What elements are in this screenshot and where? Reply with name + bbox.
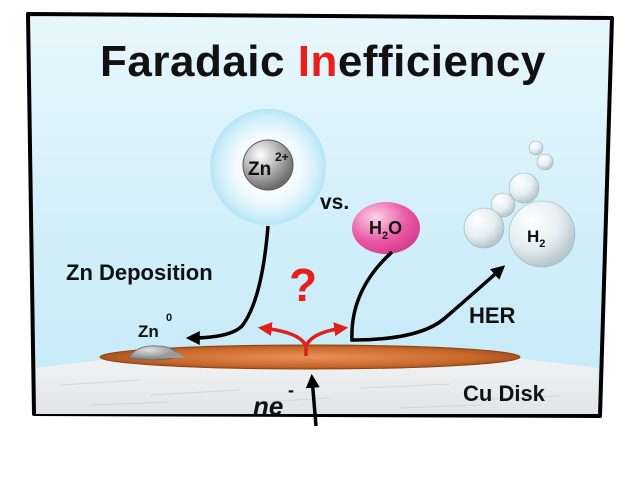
ne-sup: - xyxy=(288,380,294,400)
h2-h: H xyxy=(527,227,540,246)
zn2-label: Zn xyxy=(248,159,272,180)
vs-label: vs. xyxy=(320,191,350,214)
red-arrow-right xyxy=(304,322,349,347)
electron-arrow xyxy=(305,373,320,427)
zn2-charge: 2+ xyxy=(275,150,289,164)
diagram-title: Faradaic Inefficiency xyxy=(100,40,546,84)
her-label: HER xyxy=(469,303,516,328)
zn0-sup: 0 xyxy=(166,312,173,324)
disk-texture xyxy=(59,379,561,409)
zn2-ion xyxy=(242,139,294,191)
question-mark: ? xyxy=(289,259,318,311)
h2o-o: O xyxy=(388,218,403,238)
zn0-label: Zn xyxy=(138,322,159,341)
title-part2: efficiency xyxy=(337,37,546,86)
frame xyxy=(26,12,614,418)
h2o-h: H xyxy=(369,218,382,238)
h2o-to-electrode-arrow xyxy=(350,250,506,342)
title-part1: Faradaic xyxy=(100,37,298,86)
zn-deposition-arrow xyxy=(185,225,270,345)
h2o-molecule xyxy=(352,202,420,254)
h2-bubbles xyxy=(463,140,576,268)
h2-label: H2 xyxy=(527,227,545,250)
h2-sub: 2 xyxy=(539,238,546,250)
zn-deposit-small xyxy=(160,351,184,358)
h2o-label: H2O xyxy=(369,218,403,242)
title-highlight: In xyxy=(297,37,338,86)
zn-deposition-label: Zn Deposition xyxy=(66,260,213,285)
ne-label: ne xyxy=(253,391,284,421)
cu-disk-label: Cu Disk xyxy=(463,381,545,406)
cu-electrode xyxy=(99,344,521,370)
h2o-sub: 2 xyxy=(382,230,389,242)
